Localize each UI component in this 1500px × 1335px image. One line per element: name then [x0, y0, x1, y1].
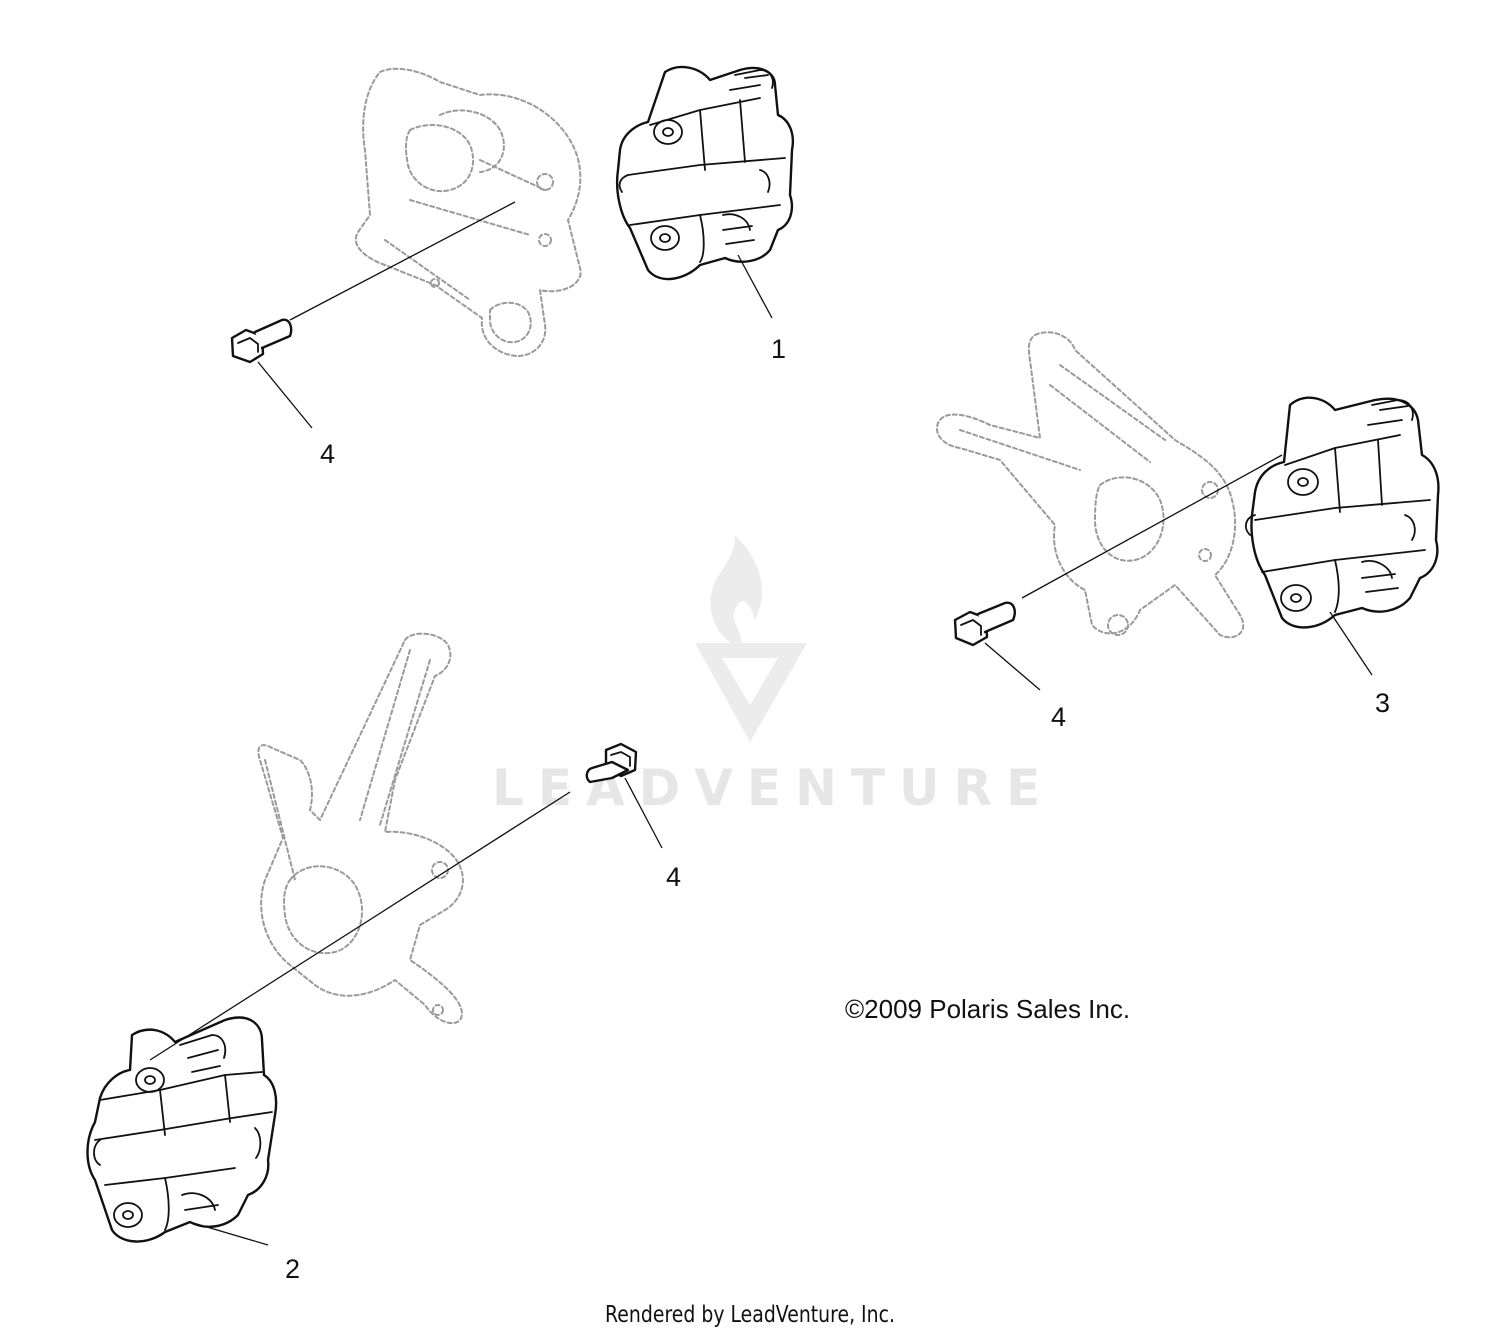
callout-3[interactable]: 3 — [1375, 688, 1390, 718]
callout-4b[interactable]: 4 — [1051, 702, 1066, 732]
axis-line-bottom — [149, 791, 571, 1061]
bolt-bottom — [585, 742, 638, 784]
leader-line-4c — [624, 777, 663, 849]
callout-1[interactable]: 1 — [771, 334, 786, 364]
watermark-text: LEADVENTURE — [492, 759, 1054, 817]
leader-line-4a — [257, 361, 313, 429]
axis-line-top-left — [289, 201, 516, 321]
bolt-top-left — [230, 318, 293, 364]
knuckle-top-left — [355, 67, 582, 357]
watermark-logo: LEADVENTURE — [492, 535, 1054, 817]
leader-line-1 — [737, 254, 773, 319]
knuckle-right — [935, 331, 1245, 639]
axis-line-right — [1021, 454, 1283, 599]
leader-line-2 — [189, 1221, 269, 1246]
knuckle-bottom-left — [257, 632, 464, 1025]
brake-caliper-3 — [1244, 396, 1440, 629]
copyright-notice: ©2009 Polaris Sales Inc. — [845, 994, 1131, 1024]
brake-caliper-2 — [86, 1016, 278, 1243]
callout-4c[interactable]: 4 — [666, 862, 681, 892]
v-mark-icon — [695, 643, 807, 742]
brake-caliper-1 — [616, 65, 794, 281]
bolt-right — [953, 601, 1016, 647]
render-credit: Rendered by LeadVenture, Inc. — [605, 1302, 895, 1328]
leader-line-3 — [1329, 611, 1373, 676]
leader-line-4b — [984, 642, 1041, 691]
callout-4a[interactable]: 4 — [320, 439, 335, 469]
flame-icon — [710, 535, 763, 648]
callout-2[interactable]: 2 — [285, 1254, 300, 1284]
